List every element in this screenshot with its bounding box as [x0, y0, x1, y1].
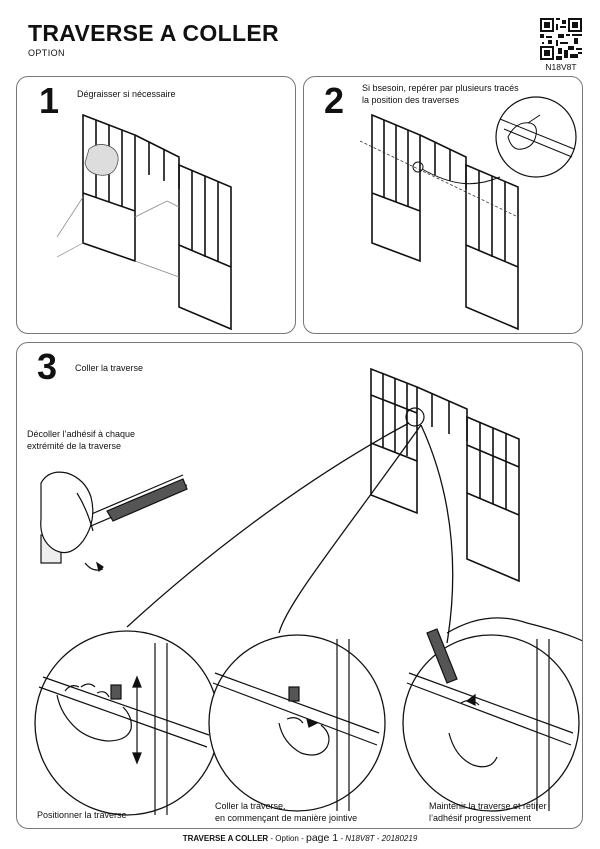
- caption-hold-line-1: Maintenir la traverse et retirer: [429, 801, 547, 811]
- step-1-panel: 1 Dégraisser si nécessaire: [16, 76, 296, 334]
- step-3-text: Coller la traverse: [75, 363, 144, 373]
- footer-reference: - N18V8T - 20180219: [338, 834, 418, 843]
- step-3-panel: 3 Coller la traverse Décoller l’adhésif …: [16, 342, 583, 829]
- step-3-number: 3: [37, 346, 58, 387]
- step-2-text-line-2: la position des traverses: [362, 95, 460, 105]
- step-1-text: Dégraisser si nécessaire: [77, 89, 176, 99]
- gluing-illustration: [34, 367, 582, 816]
- footer-option: - Option -: [268, 834, 306, 843]
- document-code: N18V8T: [545, 62, 577, 72]
- qr-code-icon: [540, 18, 582, 60]
- peel-text-line-2: extrémité de la traverse: [27, 441, 122, 451]
- footer-title: TRAVERSE A COLLER: [182, 834, 269, 843]
- step-2-number: 2: [324, 80, 345, 121]
- marking-illustration: [359, 96, 577, 331]
- caption-glue-line-2: en commençant de manière jointive: [215, 813, 358, 823]
- partition-illustration: [56, 113, 232, 331]
- page-title: TRAVERSE A COLLER: [28, 20, 279, 46]
- caption-position: Positionner la traverse: [37, 810, 127, 820]
- step-2-text-line-1: Si bsesoin, repérer par plusieurs tracés: [362, 83, 519, 93]
- caption-glue-line-1: Coller la traverse,: [215, 801, 286, 811]
- caption-hold-line-2: l’adhésif progressivement: [429, 813, 532, 823]
- page-footer: TRAVERSE A COLLER - Option - page 1 - N1…: [0, 832, 600, 844]
- step-1-number: 1: [39, 80, 60, 121]
- footer-page: page 1: [305, 832, 339, 844]
- step-2-panel: 2 Si bsesoin, repérer par plusieurs trac…: [303, 76, 583, 334]
- page-subtitle: OPTION: [28, 48, 65, 58]
- peel-text-line-1: Décoller l’adhésif à chaque: [27, 429, 136, 439]
